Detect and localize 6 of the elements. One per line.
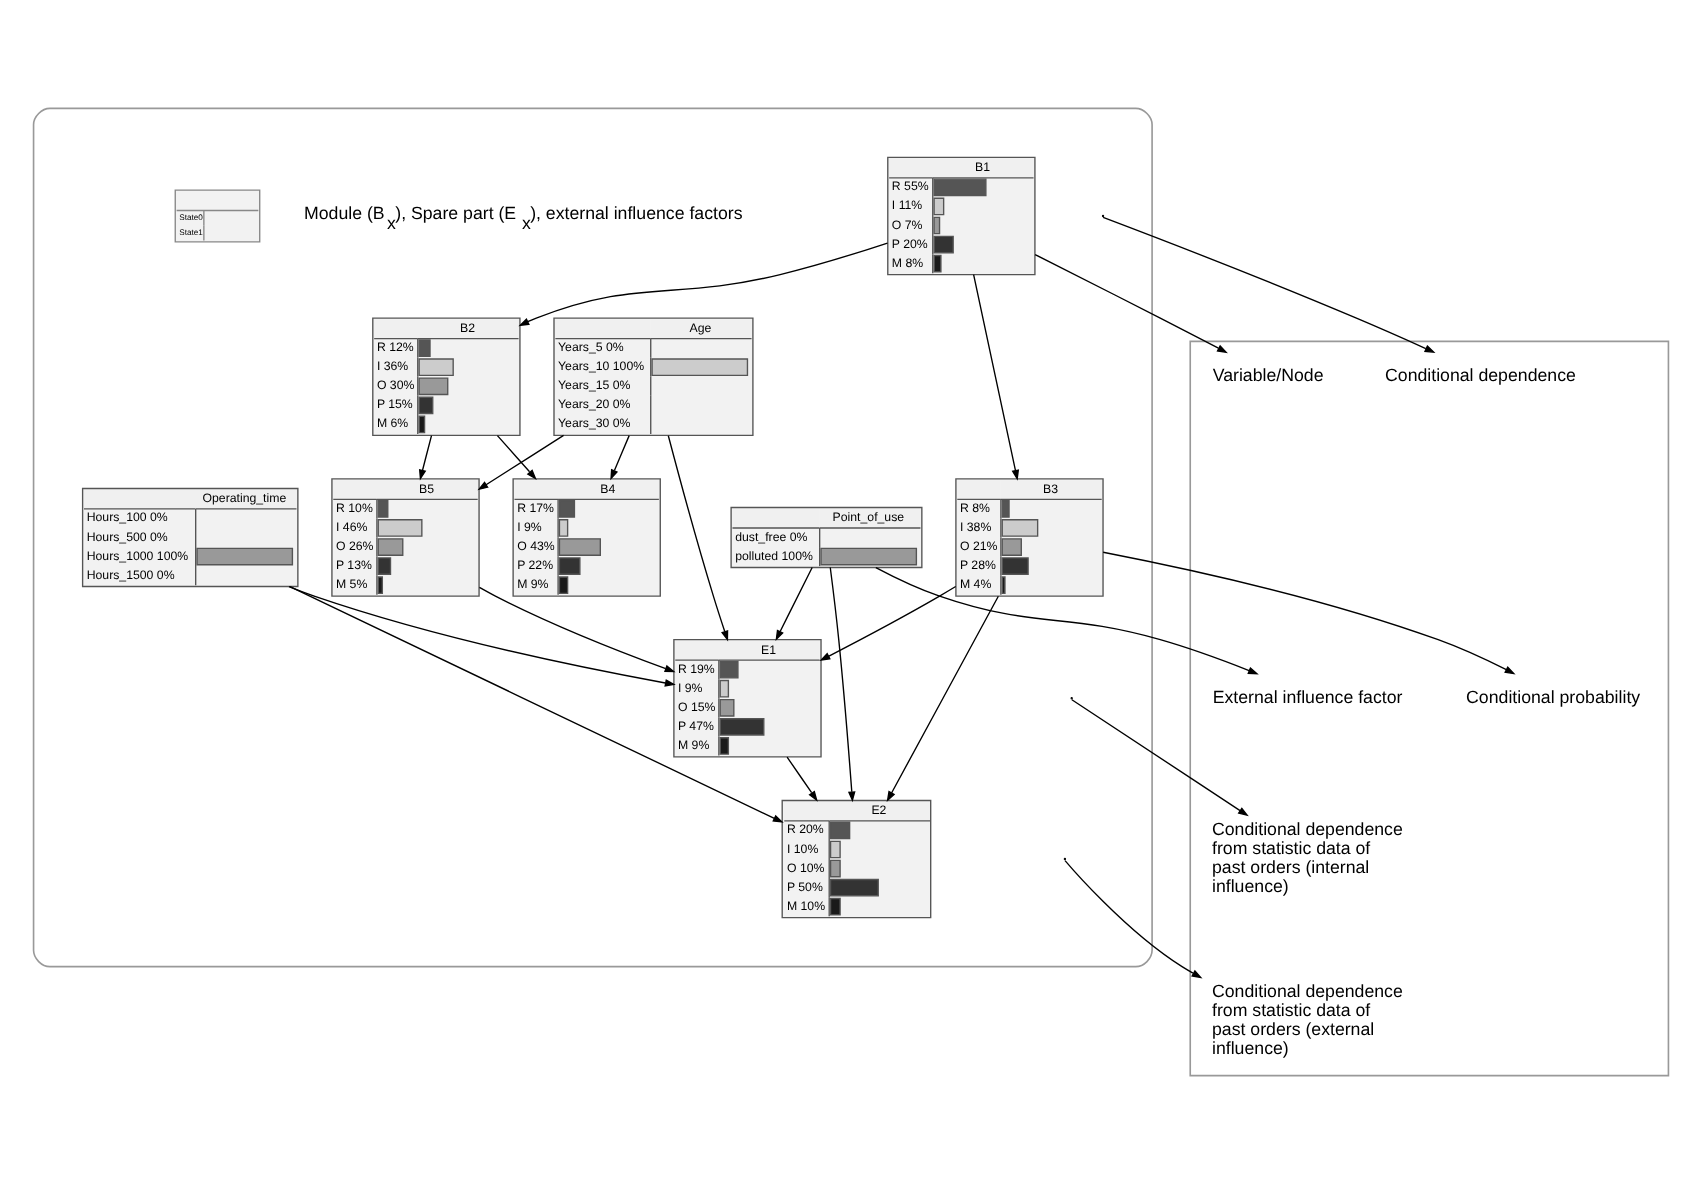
node-text: External influence factor xyxy=(1212,685,1403,706)
node-text: Conditional dependence xyxy=(1385,364,1576,385)
node-text: Conditional probability xyxy=(1466,685,1641,706)
node-text: Conditional dependence from statistic data of past orders (external influence) xyxy=(1212,980,1403,1058)
node-text: Variable/Node xyxy=(1212,364,1324,385)
node-text: Conditional dependence from statistic data of past orders (internal influence) xyxy=(1212,818,1403,896)
